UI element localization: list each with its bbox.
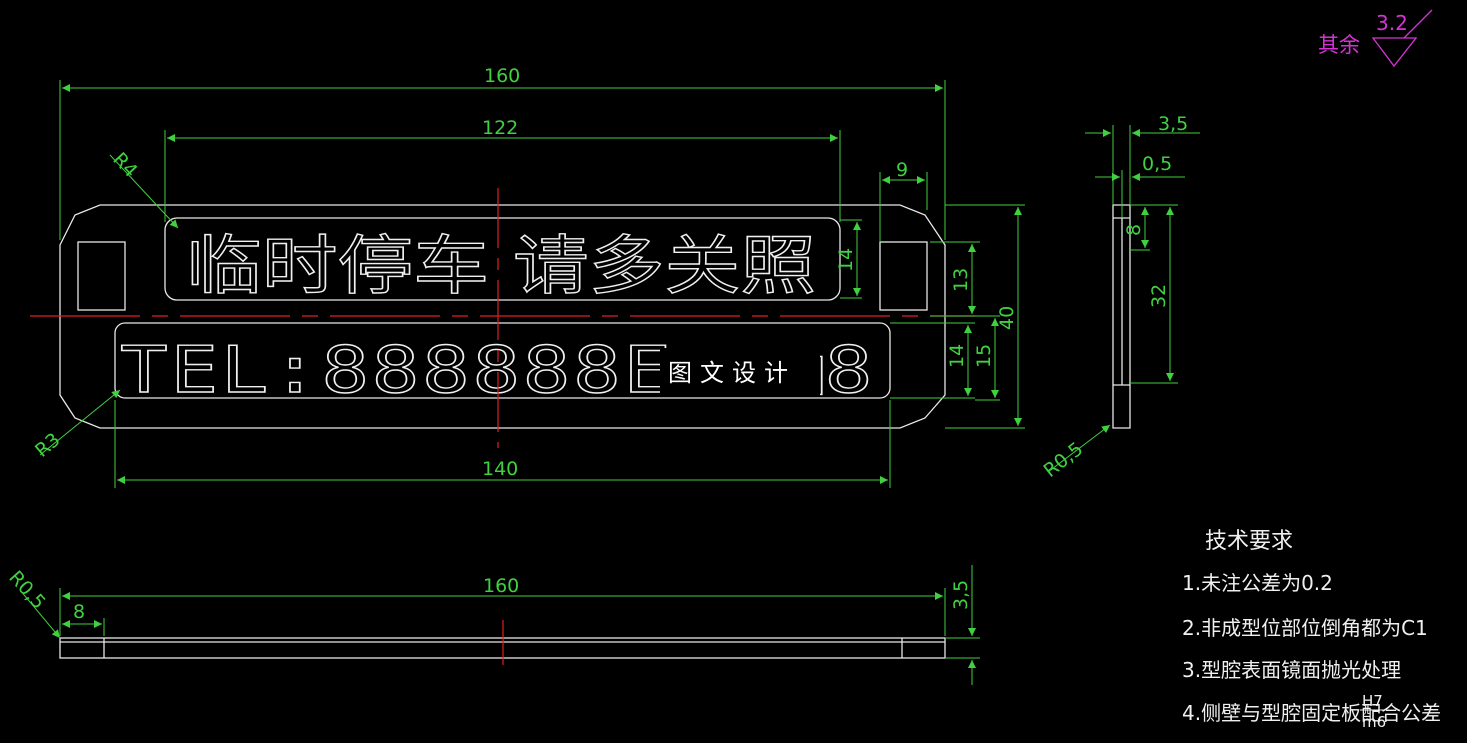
dim-radius-top: R4 (108, 148, 141, 182)
dim-height-14-top: 14 (835, 248, 857, 272)
roughness-prefix: 其余 (1318, 33, 1360, 57)
dim-total-width: 160 (484, 65, 520, 87)
watermark-text: 图文设计 (668, 359, 796, 387)
roughness-value: 3.2 (1376, 11, 1408, 35)
bottom-view: 160 8 3,5 R0,5 (4, 565, 980, 685)
dim-bottom-thickness: 3,5 (950, 580, 972, 610)
dim-bottom-radius: R0,5 (4, 567, 49, 614)
dim-slot-width: 9 (896, 159, 908, 181)
dim-inner-8: 8 (1123, 224, 1145, 236)
technical-requirements: 技术要求 1.未注公差为0.2 2.非成型位部位倒角都为C1 3.型腔表面镜面抛… (1182, 529, 1441, 731)
fit-upper: H7 (1362, 692, 1383, 710)
tech-title: 技术要求 (1205, 529, 1293, 554)
fit-lower: m6 (1362, 713, 1386, 731)
side-profile (1112, 204, 1131, 429)
front-view: 临时停车 请多关照 TEL:888888E□□□8 图文设计 160 122 1… (30, 65, 1025, 488)
watermark-bg (660, 348, 820, 396)
tech-item-4: 4.侧壁与型腔固定板配合公差 (1182, 701, 1441, 725)
roughness-triangle-icon (1371, 9, 1433, 68)
tech-item-2: 2.非成型位部位倒角都为C1 (1182, 616, 1428, 640)
dim-height-14-bottom: 14 (946, 344, 968, 368)
dim-bottom-length: 160 (483, 575, 519, 597)
surface-roughness-symbol: 其余 3.2 (1318, 9, 1433, 68)
dim-step: 0,5 (1142, 153, 1172, 175)
top-text-panel (164, 217, 841, 301)
sign-line-1: 临时停车 请多关照 (186, 230, 816, 304)
tech-item-1: 1.未注公差为0.2 (1182, 571, 1333, 595)
dim-thickness: 3,5 (1158, 113, 1188, 135)
dim-side-radius: R0,5 (1040, 438, 1088, 482)
left-slot (77, 241, 126, 311)
dim-bottom-width: 140 (482, 458, 518, 480)
dim-bottom-inset: 8 (73, 601, 85, 623)
dim-radius-bottom: R3 (31, 429, 65, 462)
dim-height-13: 13 (950, 268, 972, 292)
bottom-text-panel (114, 322, 891, 399)
tech-item-3: 3.型腔表面镜面抛光处理 (1182, 658, 1401, 682)
dim-text-width: 122 (482, 117, 518, 139)
side-view: 3,5 0,5 8 32 R0,5 (1040, 113, 1200, 482)
right-slot (879, 241, 928, 311)
plate-outline (59, 204, 946, 429)
dim-height-40: 40 (996, 306, 1018, 330)
dim-inner-32: 32 (1148, 284, 1170, 308)
dim-height-15: 15 (973, 344, 995, 368)
